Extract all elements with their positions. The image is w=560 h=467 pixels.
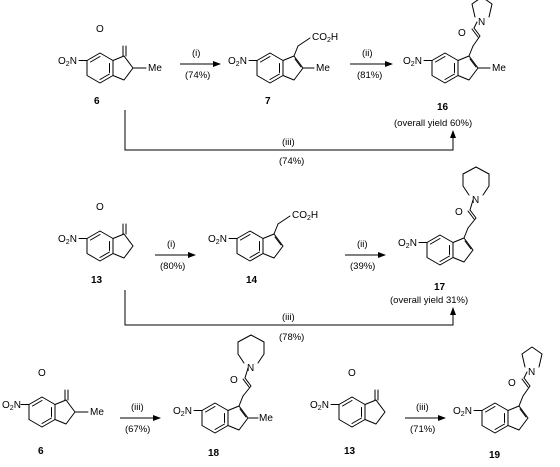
amide-nitrogen: N xyxy=(528,367,535,378)
reagent-label: (i) xyxy=(192,48,200,59)
reagent-label: (ii) xyxy=(362,48,373,59)
yield-label: (71%) xyxy=(410,424,435,435)
reagent-label: (ii) xyxy=(357,239,368,250)
amide-oxygen: O xyxy=(458,28,466,39)
compound-number: 6 xyxy=(38,446,44,457)
molecule-13-row2: O O2N 13 xyxy=(58,202,134,286)
molecule-17: N O O2N 17 (overall yield 31%) xyxy=(390,166,490,306)
yield-label: (78%) xyxy=(279,332,304,343)
amide-oxygen: O xyxy=(455,207,463,218)
amide-nitrogen: N xyxy=(247,363,254,374)
reagent-label: (iii) xyxy=(282,312,295,323)
nitro-label: O2N xyxy=(208,234,227,246)
compound-number: 19 xyxy=(489,450,501,461)
reagent-label: (iii) xyxy=(131,402,144,413)
methyl-label: Me xyxy=(148,63,162,74)
compound-number: 18 xyxy=(208,448,220,459)
nitro-label: O2N xyxy=(58,234,77,246)
compound-number: 17 xyxy=(434,282,446,293)
compound-number: 7 xyxy=(265,96,271,107)
overall-yield-note: (overall yield 60%) xyxy=(394,118,472,129)
yield-label: (74%) xyxy=(279,156,304,167)
acid-label: CO2H xyxy=(312,32,338,44)
carbonyl-oxygen: O xyxy=(38,368,46,379)
compound-number: 16 xyxy=(437,102,449,113)
molecule-18: N O Me O2N 18 xyxy=(173,334,273,459)
nitro-label: O2N xyxy=(398,238,417,250)
molecule-16: N O Me O2N 16 (overall yield 60%) xyxy=(394,0,506,129)
nitro-label: O2N xyxy=(2,400,21,412)
yield-label: (80%) xyxy=(160,261,185,272)
nitro-label: O2N xyxy=(228,56,247,68)
yield-label: (39%) xyxy=(350,261,375,272)
nitro-label: O2N xyxy=(58,56,77,68)
carbonyl-oxygen: O xyxy=(348,368,356,379)
direct-route-arrow xyxy=(124,290,456,326)
compound-number: 14 xyxy=(246,275,258,286)
reagent-label: (iii) xyxy=(282,137,295,148)
nitro-label: O2N xyxy=(403,56,422,68)
molecule-13-row3: O O2N 13 xyxy=(310,368,386,457)
carbonyl-oxygen: O xyxy=(96,202,104,213)
methyl-label: Me xyxy=(492,63,506,74)
methyl-label: Me xyxy=(90,407,104,418)
nitro-label: O2N xyxy=(173,406,192,418)
methyl-label: Me xyxy=(259,413,273,424)
molecule-19: N O O2N 19 xyxy=(453,346,543,461)
amide-nitrogen: N xyxy=(478,17,485,28)
nitro-label: O2N xyxy=(453,406,472,418)
molecule-6-row3: O Me O2N 6 xyxy=(2,368,104,457)
carbonyl-oxygen: O xyxy=(96,24,104,35)
molecule-6-row1: O Me O2N 6 xyxy=(58,24,162,107)
direct-route-arrow xyxy=(124,110,456,151)
amide-nitrogen: N xyxy=(472,195,479,206)
yield-label: (67%) xyxy=(125,424,150,435)
compound-number: 13 xyxy=(91,275,103,286)
reagent-label: (i) xyxy=(167,239,175,250)
nitro-label: O2N xyxy=(310,400,329,412)
amide-oxygen: O xyxy=(230,375,238,386)
molecule-14: CO2H O2N 14 xyxy=(208,210,318,286)
acid-label: CO2H xyxy=(292,210,318,222)
molecule-7: CO2H Me O2N 7 xyxy=(228,32,338,107)
amide-oxygen: O xyxy=(508,378,516,389)
overall-yield-note: (overall yield 31%) xyxy=(390,295,468,306)
methyl-label: Me xyxy=(316,63,330,74)
yield-label: (81%) xyxy=(357,70,382,81)
compound-number: 6 xyxy=(94,96,100,107)
compound-number: 13 xyxy=(344,446,356,457)
reagent-label: (iii) xyxy=(416,402,429,413)
yield-label: (74%) xyxy=(185,70,210,81)
